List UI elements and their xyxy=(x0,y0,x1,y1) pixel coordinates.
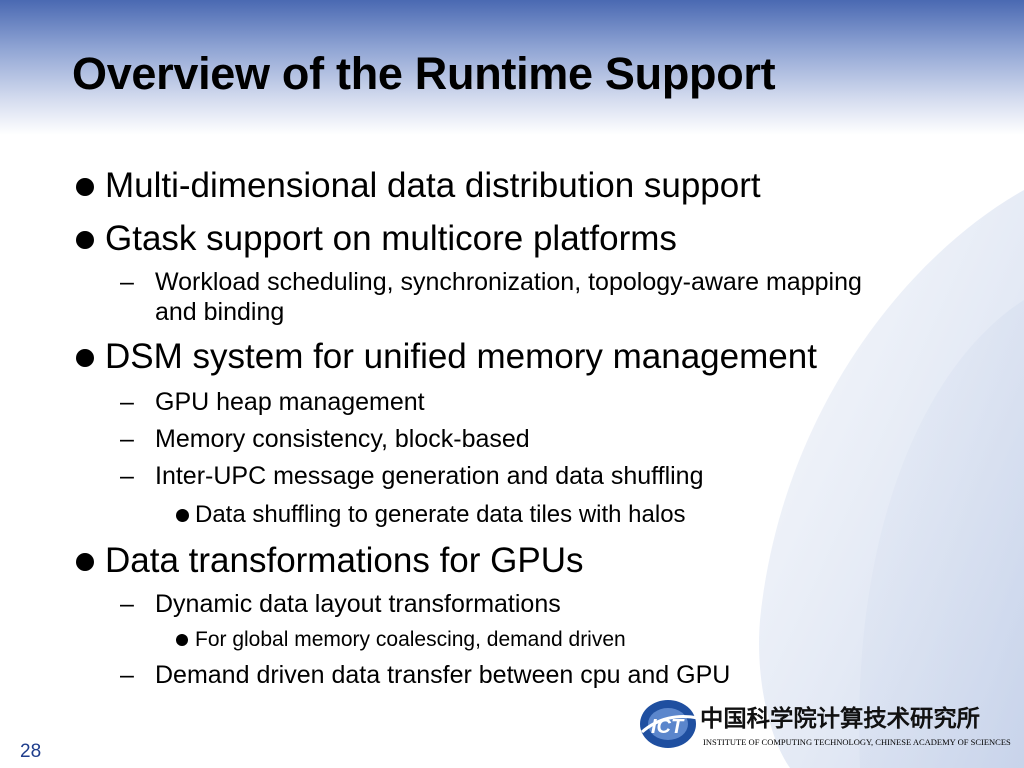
sub-bullet-item: – Memory consistency, block-based xyxy=(120,424,530,454)
bullet-text: Data transformations for GPUs xyxy=(105,541,584,580)
bullet-text: DSM system for unified memory management xyxy=(105,337,817,376)
sub-sub-bullet-item: Data shuffling to generate data tiles wi… xyxy=(176,501,686,529)
bullet-dot-icon xyxy=(176,634,188,646)
sub-sub-bullet-item: For global memory coalescing, demand dri… xyxy=(176,627,626,653)
sub-bullet-text: Demand driven data transfer between cpu … xyxy=(155,661,731,689)
header-band xyxy=(0,0,1024,135)
dash-marker: – xyxy=(120,590,134,618)
bullet-item: Data transformations for GPUs xyxy=(76,541,584,581)
sub-bullet-text: Inter-UPC message generation and data sh… xyxy=(155,462,704,490)
dash-marker: – xyxy=(120,425,134,453)
bullet-dot-icon xyxy=(176,509,189,522)
dash-marker: – xyxy=(120,462,134,490)
dash-marker: – xyxy=(120,268,134,296)
sub-bullet-item: – Workload scheduling, synchronization, … xyxy=(120,267,862,327)
logo-chinese-name: 中国科学院计算技术研究所 xyxy=(700,705,980,732)
dash-marker: – xyxy=(120,388,134,416)
sub-bullet-line: Workload scheduling, synchronization, to… xyxy=(155,268,862,296)
bullet-item: Gtask support on multicore platforms xyxy=(76,219,677,259)
ict-logo: ICT 中国科学院计算技术研究所 xyxy=(640,700,980,748)
sub-bullet-continuation: and binding xyxy=(155,298,285,326)
sub-bullet-item: – Inter-UPC message generation and data … xyxy=(120,461,704,491)
bullet-dot-icon xyxy=(76,231,94,249)
bullet-dot-icon xyxy=(76,178,94,196)
bullet-dot-icon xyxy=(76,553,94,571)
bullet-dot-icon xyxy=(76,349,94,367)
sub-sub-bullet-text: For global memory coalescing, demand dri… xyxy=(195,628,626,651)
bullet-text: Multi-dimensional data distribution supp… xyxy=(105,166,761,205)
sub-bullet-item: – Dynamic data layout transformations xyxy=(120,589,561,619)
bullet-text: Gtask support on multicore platforms xyxy=(105,219,677,258)
dash-marker: – xyxy=(120,661,134,689)
sub-bullet-text: GPU heap management xyxy=(155,388,425,416)
sub-bullet-item: – GPU heap management xyxy=(120,387,425,417)
sub-bullet-text: Workload scheduling, synchronization, to… xyxy=(155,267,862,327)
slide-title: Overview of the Runtime Support xyxy=(72,48,776,99)
sub-bullet-item: – Demand driven data transfer between cp… xyxy=(120,660,730,690)
bullet-item: Multi-dimensional data distribution supp… xyxy=(76,166,761,206)
sub-sub-bullet-text: Data shuffling to generate data tiles wi… xyxy=(195,501,686,528)
sub-bullet-text: Memory consistency, block-based xyxy=(155,425,530,453)
logo-abbr: ICT xyxy=(651,716,685,738)
logo-english-name: INSTITUTE OF COMPUTING TECHNOLOGY, CHINE… xyxy=(703,737,1011,747)
page-number: 28 xyxy=(20,741,42,762)
sub-bullet-text: Dynamic data layout transformations xyxy=(155,590,561,618)
bullet-item: DSM system for unified memory management xyxy=(76,337,817,377)
